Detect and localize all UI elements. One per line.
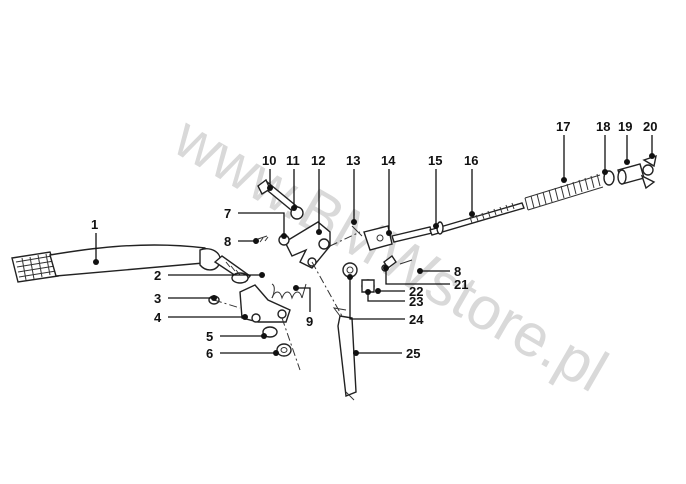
- callout-8-right: 8: [417, 264, 461, 279]
- callout-23: 23: [365, 289, 423, 309]
- callout-label: 7: [224, 206, 231, 221]
- washers-21-24: [342, 254, 413, 293]
- callout-9: 9: [293, 285, 313, 329]
- callout-22: 22: [375, 284, 423, 299]
- callout-label: 12: [311, 153, 325, 168]
- callout-label: 24: [409, 312, 424, 327]
- callout-7: 7: [224, 206, 287, 239]
- callout-label: 8: [224, 234, 231, 249]
- brake-pedal: [11, 244, 221, 283]
- callout-15: 15: [428, 153, 442, 229]
- callout-17: 17: [556, 119, 570, 183]
- callout-label: 2: [154, 268, 161, 283]
- callout-label: 22: [409, 284, 423, 299]
- callout-11: 11: [286, 153, 300, 211]
- callout-25: 25: [353, 346, 420, 361]
- callout-label: 13: [346, 153, 360, 168]
- callout-14: 14: [381, 153, 396, 236]
- callout-label: 17: [556, 119, 570, 134]
- pedal-shaft-bolt: [213, 255, 252, 284]
- callout-8-left: 8: [224, 234, 259, 249]
- watermark: www.BMWstore.pl: [163, 103, 619, 405]
- callout-label: 10: [262, 153, 276, 168]
- callout-21: 21: [383, 265, 468, 292]
- callout-label: 3: [154, 291, 161, 306]
- callout-24: 24: [347, 274, 424, 327]
- rod-and-spring-17: [391, 173, 604, 243]
- callout-16: 16: [464, 153, 478, 217]
- callout-2: 2: [154, 268, 265, 283]
- callout-12: 12: [311, 153, 325, 235]
- callout-label: 4: [154, 310, 162, 325]
- callout-label: 11: [286, 153, 300, 168]
- callout-label: 9: [306, 314, 313, 329]
- brake-rod-25: [332, 307, 357, 401]
- callout-label: 1: [91, 217, 98, 232]
- callout-10: 10: [262, 153, 276, 191]
- callout-5: 5: [206, 329, 267, 344]
- callout-label: 15: [428, 153, 442, 168]
- callout-13: 13: [346, 153, 360, 225]
- callout-label: 23: [409, 294, 423, 309]
- callout-label: 25: [406, 346, 420, 361]
- callout-1: 1: [91, 217, 99, 265]
- callout-label: 21: [454, 277, 468, 292]
- return-spring: [271, 283, 307, 300]
- callout-label: 19: [618, 119, 632, 134]
- callout-label: 16: [464, 153, 478, 168]
- callout-19: 19: [618, 119, 632, 165]
- clevis-14: [351, 225, 393, 251]
- callout-20: 20: [643, 119, 657, 159]
- callout-3: 3: [154, 291, 217, 306]
- callout-label: 14: [381, 153, 396, 168]
- callout-6: 6: [206, 346, 279, 361]
- callout-label: 8: [454, 264, 461, 279]
- adjuster-18-19-20: [603, 154, 657, 190]
- callout-label: 6: [206, 346, 213, 361]
- callout-label: 5: [206, 329, 213, 344]
- callout-label: 18: [596, 119, 610, 134]
- callout-label: 20: [643, 119, 657, 134]
- callout-4: 4: [154, 310, 248, 325]
- callout-18: 18: [596, 119, 610, 175]
